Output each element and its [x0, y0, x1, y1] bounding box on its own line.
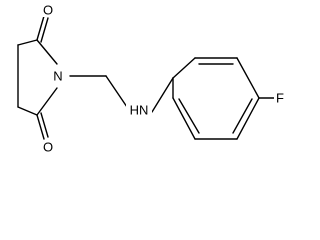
- atom-label-n1: N: [53, 69, 62, 84]
- bond-c5-o2-b: [40, 112, 49, 138]
- bond-ar-4-5: [236, 97, 260, 140]
- bond-c5-o2-a: [36, 114, 45, 140]
- bond-nh-c1prime: [151, 77, 174, 113]
- carbonyl-bonds: [36, 15, 49, 140]
- bond-ar-1-2: [172, 57, 196, 79]
- structure-diagram: O N O HN F: [17, 3, 286, 155]
- atom-label-o1: O: [43, 3, 53, 18]
- atom-labels: O N O HN F: [42, 3, 286, 155]
- bond-c2-c3: [17, 39, 38, 46]
- atom-label-f: F: [276, 91, 284, 106]
- bond-ar-inner-b: [232, 98, 253, 134]
- bond-c2-o1-b: [40, 17, 49, 43]
- bond-ar-inner-c: [178, 98, 200, 134]
- bond-ch2-nh: [105, 75, 128, 108]
- bond-c5-n1: [36, 87, 58, 116]
- atom-label-nh: HN: [130, 103, 149, 118]
- bond-c2-n1: [36, 39, 58, 65]
- bond-c2-o1-a: [36, 15, 45, 41]
- methylene-linker: [69, 75, 174, 113]
- fluorophenyl-ring: [172, 57, 275, 140]
- bond-c4-c5: [17, 106, 38, 116]
- bond-ar-3-4: [236, 57, 260, 99]
- succinimide-ring: [17, 39, 58, 116]
- bond-ar-6-1: [172, 97, 196, 140]
- atom-label-o2: O: [43, 140, 53, 155]
